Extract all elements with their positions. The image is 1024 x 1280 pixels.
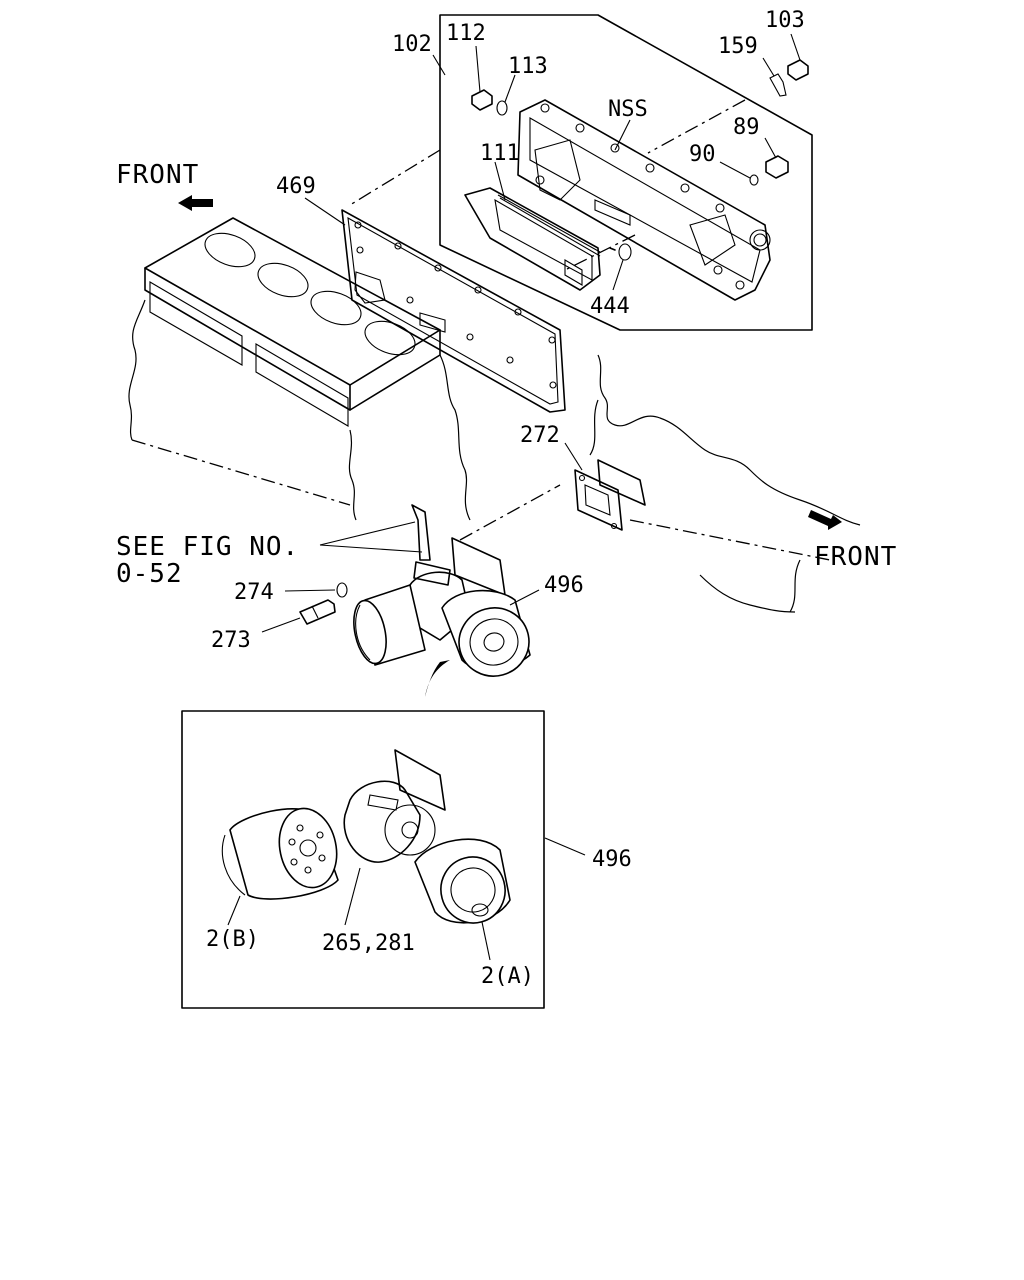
label-111: 111 [480, 141, 520, 166]
label-496-top: 496 [544, 573, 584, 598]
o-ring-444 [618, 243, 632, 261]
curved-arrow-icon [425, 660, 450, 697]
callouts: 102 112 113 103 159 NSS 89 90 111 469 44… [116, 8, 805, 989]
label-2b: 2(B) [206, 927, 259, 952]
label-113: 113 [508, 54, 548, 79]
front-label-right: FRONT [814, 542, 897, 572]
arrow-left-icon [178, 195, 213, 211]
label-496-detail: 496 [592, 847, 632, 872]
bolt-273 [299, 599, 336, 625]
housing-bolts [535, 103, 745, 290]
leader-lines [227, 33, 801, 961]
washer-159 [769, 73, 787, 97]
washer-90 [749, 174, 759, 186]
label-2a: 2(A) [481, 964, 534, 989]
label-265-281: 265,281 [322, 931, 415, 956]
label-89: 89 [733, 115, 760, 140]
label-444: 444 [590, 294, 630, 319]
plug-89 [765, 155, 789, 179]
oil-cooler-housing [517, 99, 771, 301]
label-103: 103 [765, 8, 805, 33]
gasket-bolt-holes [354, 221, 557, 389]
label-469: 469 [276, 174, 316, 199]
see-fig-line2: 0-52 [116, 559, 183, 589]
label-274: 274 [234, 580, 274, 605]
label-112: 112 [446, 21, 486, 46]
front-label-top: FRONT [116, 160, 199, 190]
arrow-right-icon [808, 510, 842, 530]
washer-113 [496, 100, 508, 116]
washer-274 [336, 582, 348, 598]
engine-block-right [589, 354, 861, 613]
front-arrow-right: FRONT [808, 510, 897, 572]
label-90: 90 [689, 142, 716, 167]
label-nss: NSS [608, 97, 648, 122]
gasket-469 [341, 209, 566, 413]
label-159: 159 [718, 34, 758, 59]
gasket-272 [574, 469, 623, 531]
label-102: 102 [392, 32, 432, 57]
oil-cooler-box [349, 14, 813, 331]
cooler-element [464, 187, 601, 291]
bolt-103 [787, 59, 809, 81]
engine-block [128, 217, 471, 561]
see-fig-line1: SEE FIG NO. [116, 532, 299, 562]
label-273: 273 [211, 628, 251, 653]
front-arrow-top: FRONT [116, 160, 213, 211]
oil-filter-assembly [353, 484, 561, 697]
bolt-112 [471, 89, 493, 111]
label-272: 272 [520, 423, 560, 448]
detail-box [181, 710, 545, 1009]
